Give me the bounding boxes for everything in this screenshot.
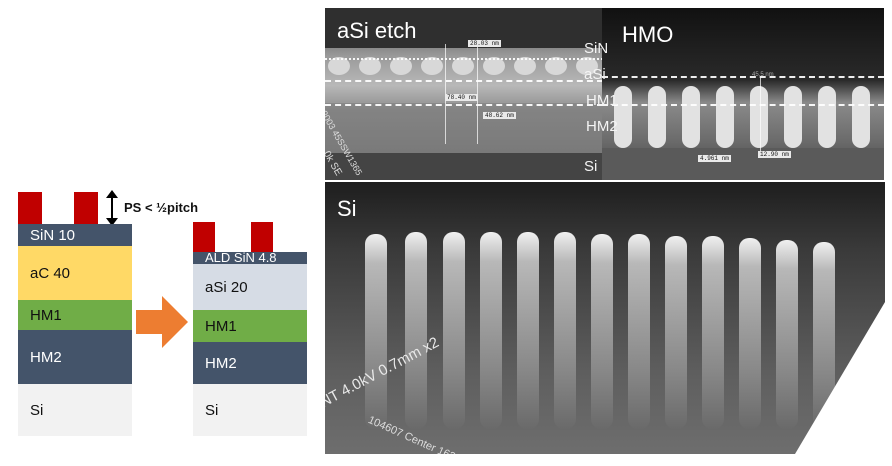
resist-line-2: [74, 192, 98, 224]
hmo-measurement-1: 4.961 nm: [698, 155, 731, 162]
resist-line-3: [193, 222, 215, 252]
sin-boundary-line: [325, 58, 603, 60]
layer-ac: aC 40: [18, 246, 132, 300]
hmo-marker: [760, 78, 761, 158]
layer-si-b: Si: [193, 384, 307, 436]
asi-boundary-line: [325, 80, 603, 82]
resist-line-1: [18, 192, 42, 224]
left-film-stack: PS < ½pitch SiN 10 aC 40 HM1 HM2 Si: [18, 190, 208, 442]
sem-image-hmo: 4.961 nm 12.90 nm 45.5 nm HMO: [602, 8, 884, 180]
layer-asi: aSi 20: [193, 264, 307, 310]
hmo-line-2: [602, 104, 884, 106]
band-label-si: Si: [584, 158, 598, 175]
middle-film-stack: ALD SiN 4.8 aSi 20 HM1 HM2 Si: [193, 222, 313, 442]
layer-sin: SiN 10: [18, 224, 132, 246]
sem-title-hmo: HMO: [622, 22, 674, 47]
measurement-1: 28.03 nm: [468, 40, 501, 47]
layer-ald-sin: ALD SiN 4.8: [193, 251, 307, 264]
hmo-measurement-2: 12.90 nm: [758, 151, 791, 158]
hm1-boundary-line: [325, 104, 603, 106]
layer-hm2: HM2: [18, 330, 132, 384]
resist-line-4: [251, 222, 273, 252]
band-label-hm1: HM1: [586, 92, 618, 109]
measurement-3: 48.62 nm: [483, 112, 516, 119]
measurement-2: 78.40 nm: [445, 94, 478, 101]
layer-hm1: HM1: [18, 300, 132, 330]
sem-title-si: Si: [337, 196, 357, 221]
sem-image-si: Si NT 4.0kV 0.7mm x2 104607 Center 1632I…: [325, 182, 885, 454]
hmo-line-1: [602, 76, 884, 78]
band-label-hm2: HM2: [586, 118, 618, 135]
band-label-asi: aSi: [584, 66, 606, 83]
band-label-sin: SiN: [584, 40, 609, 57]
hmo-measurement-3: 45.5 nm: [752, 72, 774, 78]
process-arrow-icon: [136, 296, 188, 348]
layer-hm1-b: HM1: [193, 310, 307, 342]
pitch-annotation: PS < ½pitch: [124, 200, 199, 215]
sem-image-asi-etch: 28.03 nm 78.40 nm 48.62 nm aSi etch 2003…: [325, 8, 603, 180]
sem-title-asi-etch: aSi etch: [337, 18, 417, 43]
layer-hm2-b: HM2: [193, 342, 307, 384]
layer-si: Si: [18, 384, 132, 436]
double-arrow-icon: [102, 190, 122, 226]
